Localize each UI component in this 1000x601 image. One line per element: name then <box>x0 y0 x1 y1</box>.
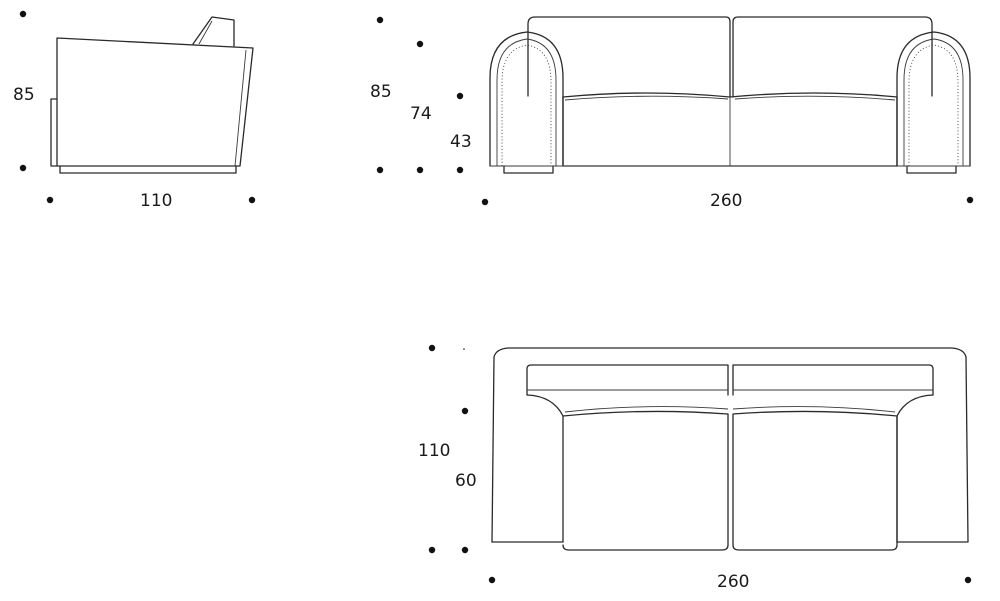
marker-dot <box>481 198 489 206</box>
marker-dot <box>19 10 27 18</box>
front-width-label: 260 <box>710 191 742 211</box>
marker-dot <box>463 348 465 350</box>
marker-dot <box>46 196 54 204</box>
top-seat-depth-label: 60 <box>455 471 477 491</box>
top-width-label: 260 <box>717 572 749 592</box>
side-depth-label: 110 <box>140 191 172 211</box>
side-height-label: 85 <box>13 85 35 105</box>
marker-dot <box>461 546 469 554</box>
top-view-outline <box>491 347 969 551</box>
marker-dot <box>488 576 496 584</box>
marker-dot <box>456 166 464 174</box>
top-view: 110 60 260 <box>418 344 972 592</box>
marker-dot <box>376 166 384 174</box>
front-seat-height-label: 43 <box>450 132 472 152</box>
marker-dot <box>376 16 384 24</box>
side-view: 85 110 <box>13 10 256 211</box>
side-view-outline <box>50 16 254 174</box>
front-total-height-label: 85 <box>370 82 392 102</box>
top-depth-label: 110 <box>418 441 450 461</box>
marker-dot <box>428 344 436 352</box>
marker-dot <box>416 166 424 174</box>
front-view: 85 74 43 260 <box>370 16 974 211</box>
front-back-height-label: 74 <box>410 104 432 124</box>
marker-dot <box>428 546 436 554</box>
marker-dot <box>461 407 469 415</box>
front-view-outline <box>489 16 971 174</box>
marker-dot <box>19 164 27 172</box>
marker-dot <box>416 40 424 48</box>
marker-dot <box>248 196 256 204</box>
marker-dot <box>964 576 972 584</box>
marker-dot <box>966 196 974 204</box>
marker-dot <box>456 92 464 100</box>
